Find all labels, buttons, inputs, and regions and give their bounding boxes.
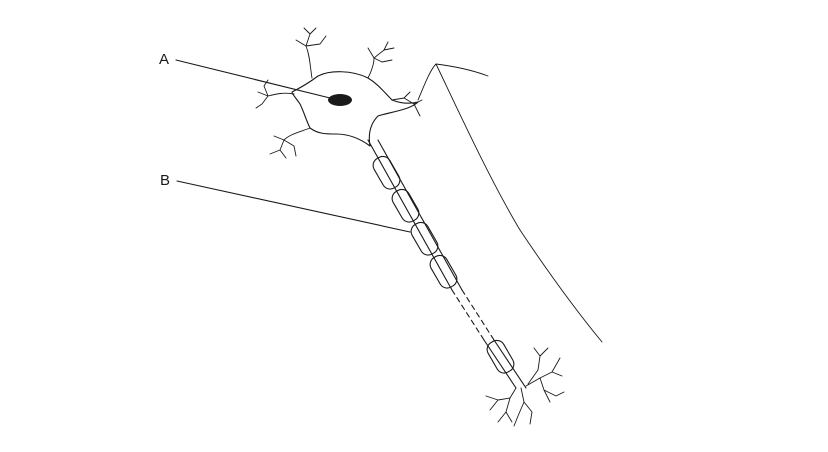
label-a: A	[159, 51, 170, 68]
axon-dashed	[451, 289, 495, 341]
myelin-sheath	[372, 155, 515, 374]
dendrite-upper-left	[295, 27, 327, 79]
dendrite-left	[255, 79, 295, 109]
nucleus	[328, 94, 352, 106]
axon-lower	[483, 339, 527, 389]
label-b: B	[160, 172, 171, 189]
axon	[367, 139, 463, 291]
cell-body	[291, 71, 419, 147]
dendrite-upper-right	[367, 41, 395, 79]
label-b-leader-line	[176, 180, 411, 233]
label-a-leader-line	[175, 59, 331, 99]
dendrite-lower-left	[269, 127, 311, 159]
dendrite-right	[391, 91, 423, 117]
axon-terminals	[485, 347, 565, 427]
skin-surface-line	[417, 63, 603, 343]
